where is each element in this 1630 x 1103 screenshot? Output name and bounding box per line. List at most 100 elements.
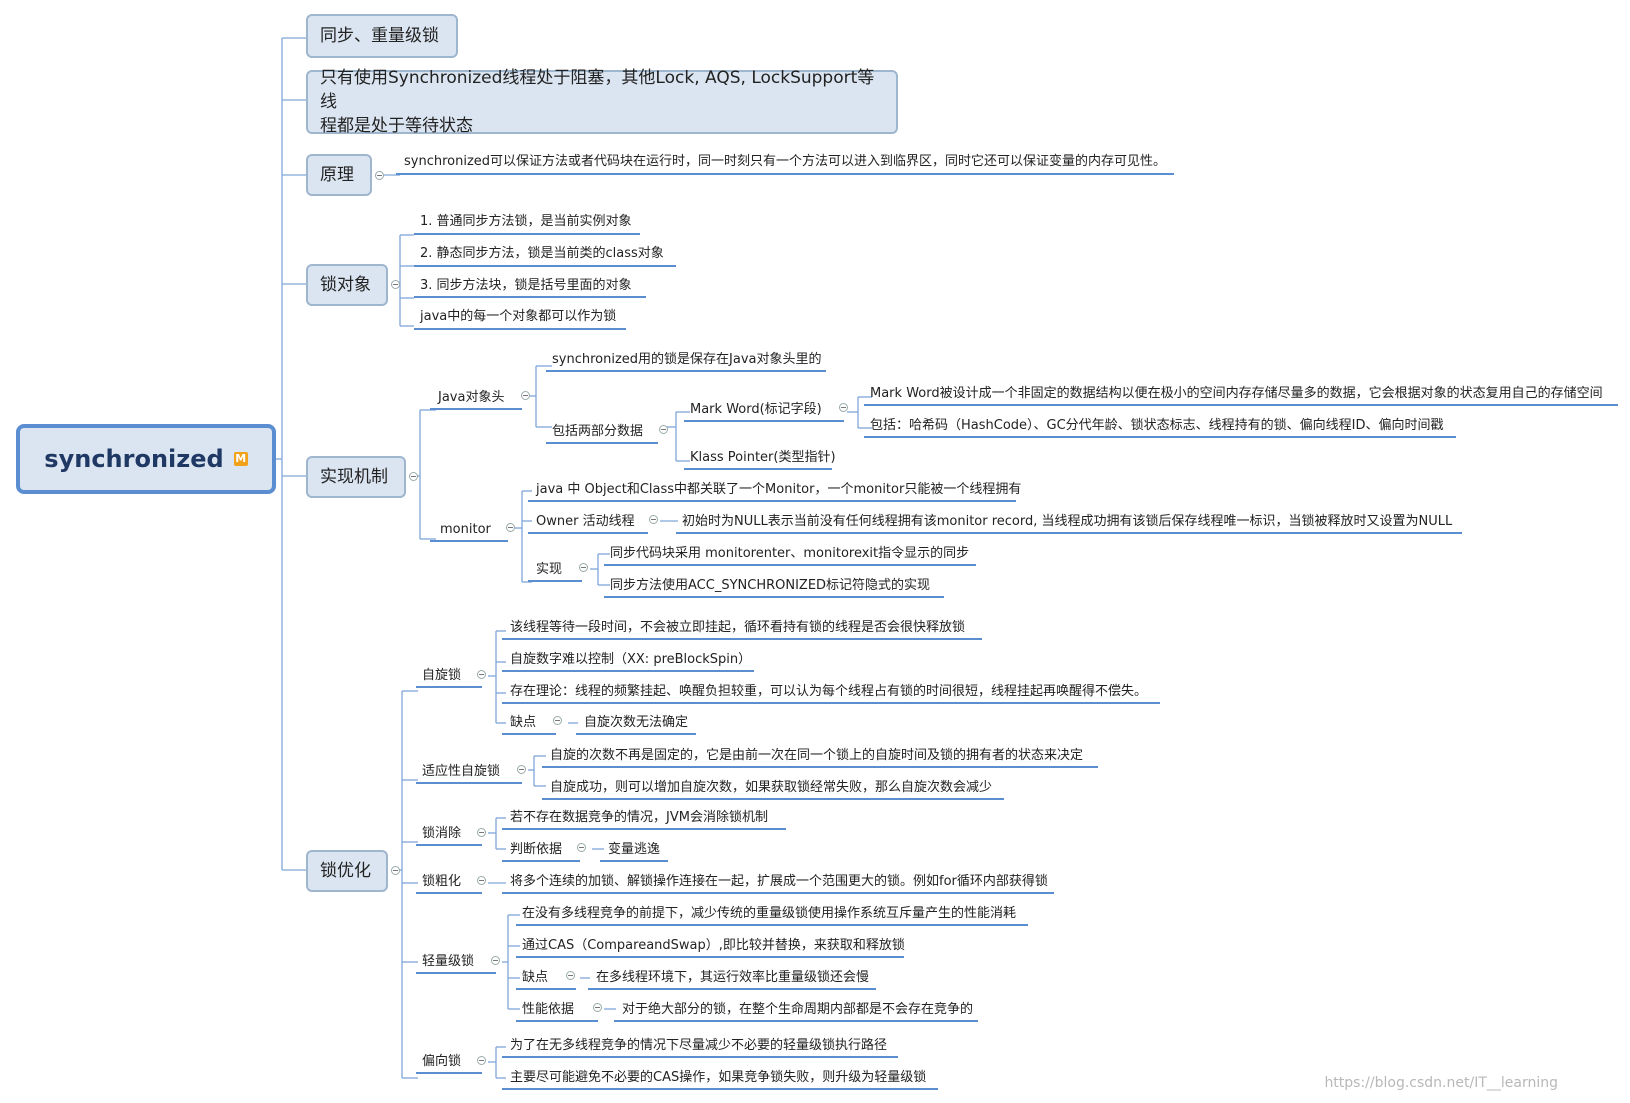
monitor-desc: java 中 Object和Class中都关联了一个Monitor，一个moni…	[536, 482, 1022, 497]
node-principle-label: 原理	[320, 165, 354, 185]
underline	[684, 420, 844, 422]
spin-con-desc: 自旋次数无法确定	[584, 715, 689, 730]
collapse-toggle-icon[interactable]	[391, 280, 400, 289]
node-block-state-line2: 程都是处于等待状态	[320, 116, 473, 136]
underline	[396, 173, 1174, 175]
elimination-basis: 判断依据	[510, 842, 563, 857]
collapse-toggle-icon[interactable]	[553, 716, 562, 725]
underline	[528, 532, 648, 534]
collapse-toggle-icon[interactable]	[375, 171, 384, 180]
collapse-toggle-icon[interactable]	[521, 391, 530, 400]
coarsening-desc: 将多个连续的加锁、解锁操作连接在一起，扩展成一个范围更大的锁。例如for循环内部…	[510, 874, 1048, 889]
spin-lock-label: 自旋锁	[422, 668, 462, 683]
collapse-toggle-icon[interactable]	[477, 876, 486, 885]
mark-word-desc: Mark Word被设计成一个非固定的数据结构以便在极小的空间内存存储尽量多的数…	[870, 386, 1603, 401]
underline	[546, 442, 658, 444]
underline	[864, 404, 1618, 406]
collapse-toggle-icon[interactable]	[649, 515, 658, 524]
lightweight-basis-desc: 对于绝大部分的锁，在整个生命周期内部都是不会存在竞争的	[622, 1002, 974, 1017]
collapse-toggle-icon[interactable]	[477, 670, 486, 679]
lightweight-item: 在没有多线程竞争的前提下，减少传统的重量级锁使用操作系统互斥量产生的性能消耗	[522, 906, 1017, 921]
spin-item: 自旋数字难以控制（XX: preBlockSpin）	[510, 652, 752, 667]
underline	[414, 328, 626, 330]
underline	[414, 265, 676, 267]
node-mechanism-label: 实现机制	[320, 467, 388, 487]
monitor-impl-item: 同步代码块采用 monitorenter、monitorexit指令显示的同步	[610, 546, 970, 561]
underline	[502, 733, 556, 735]
lock-coarsening-label: 锁粗化	[422, 874, 462, 889]
underline	[430, 540, 508, 542]
node-sync[interactable]: 同步、重量级锁	[306, 14, 458, 58]
collapse-toggle-icon[interactable]	[579, 563, 588, 572]
node-optimization[interactable]: 锁优化	[306, 850, 388, 892]
underline	[502, 892, 1054, 894]
collapse-toggle-icon[interactable]	[593, 1003, 602, 1012]
collapse-toggle-icon[interactable]	[659, 425, 668, 434]
elimination-desc: 若不存在数据竞争的情况，JVM会消除锁机制	[510, 810, 768, 825]
lightweight-item: 通过CAS（CompareandSwap）,即比较并替换，来获取和释放锁	[522, 938, 905, 953]
lightweight-con: 缺点	[522, 970, 549, 985]
collapse-toggle-icon[interactable]	[491, 956, 500, 965]
collapse-toggle-icon[interactable]	[391, 866, 400, 875]
underline	[416, 972, 496, 974]
underline	[864, 436, 1456, 438]
underline	[416, 686, 482, 688]
header-two-parts: 包括两部分数据	[552, 424, 644, 439]
adaptive-item: 自旋成功，则可以增加自旋次数，如果获取锁经常失败，那么自旋次数会减少	[550, 780, 993, 795]
monitor-impl: 实现	[536, 562, 563, 577]
node-block-state[interactable]: 只有使用Synchronized线程处于阻塞，其他Lock, AQS, Lock…	[306, 68, 898, 136]
lightweight-con-desc: 在多线程环境下，其运行效率比重量级锁还会慢	[596, 970, 870, 985]
underline	[502, 1088, 938, 1090]
lock-object-item: java中的每一个对象都可以作为锁	[420, 309, 617, 324]
underline	[502, 828, 786, 830]
collapse-toggle-icon[interactable]	[577, 843, 586, 852]
monitor-owner: Owner 活动线程	[536, 514, 635, 529]
underline	[684, 468, 832, 470]
underline	[676, 532, 1462, 534]
node-lock-objects[interactable]: 锁对象	[306, 264, 388, 306]
lock-object-item: 2. 静态同步方法，锁是当前类的class对象	[420, 246, 664, 261]
underline	[416, 844, 482, 846]
underline	[416, 1072, 482, 1074]
principle-desc: synchronized可以保证方法或者代码块在运行时，同一时刻只有一个方法可以…	[404, 154, 1167, 169]
lock-object-item: 1. 普通同步方法锁，是当前实例对象	[420, 214, 632, 229]
underline	[528, 500, 1016, 502]
underline	[516, 1020, 598, 1022]
collapse-toggle-icon[interactable]	[506, 523, 515, 532]
underline	[502, 638, 982, 640]
lightweight-basis: 性能依据	[522, 1002, 575, 1017]
root-title: synchronized	[44, 445, 224, 473]
underline	[542, 798, 1004, 800]
marker-icon: M	[233, 452, 248, 466]
underline	[604, 564, 976, 566]
elimination-basis-desc: 变量逃逸	[608, 842, 661, 857]
node-principle[interactable]: 原理	[306, 154, 372, 196]
spin-item: 该线程等待一段时间，不会被立即挂起，循环看持有锁的线程是否会很快释放锁	[510, 620, 966, 635]
node-mechanism[interactable]: 实现机制	[306, 456, 406, 498]
underline	[502, 702, 1160, 704]
underline	[542, 766, 1098, 768]
mark-word-contents: 包括：哈希码（HashCode）、GC分代年龄、锁状态标志、线程持有的锁、偏向线…	[870, 418, 1444, 433]
root-node[interactable]: synchronized M	[16, 424, 276, 494]
collapse-toggle-icon[interactable]	[566, 971, 575, 980]
collapse-toggle-icon[interactable]	[839, 403, 848, 412]
collapse-toggle-icon[interactable]	[517, 765, 526, 774]
biased-item: 为了在无多线程竞争的情况下尽量减少不必要的轻量级锁执行路径	[510, 1038, 888, 1053]
lock-elimination-label: 锁消除	[422, 826, 462, 841]
java-header-label: Java对象头	[438, 390, 505, 405]
underline	[414, 296, 646, 298]
adaptive-item: 自旋的次数不再是固定的，它是由前一次在同一个锁上的自旋时间及锁的拥有者的状态来决…	[550, 748, 1084, 763]
klass-pointer: Klass Pointer(类型指针)	[690, 450, 836, 465]
underline	[414, 233, 640, 235]
collapse-toggle-icon[interactable]	[477, 828, 486, 837]
mark-word-label: Mark Word(标记字段)	[690, 402, 822, 417]
collapse-toggle-icon[interactable]	[477, 1056, 486, 1065]
collapse-toggle-icon[interactable]	[409, 472, 418, 481]
underline	[528, 580, 582, 582]
underline	[430, 408, 522, 410]
node-sync-label: 同步、重量级锁	[320, 26, 439, 46]
biased-lock-label: 偏向锁	[422, 1054, 462, 1069]
monitor-label: monitor	[440, 522, 491, 537]
underline	[576, 733, 696, 735]
underline	[546, 370, 826, 372]
